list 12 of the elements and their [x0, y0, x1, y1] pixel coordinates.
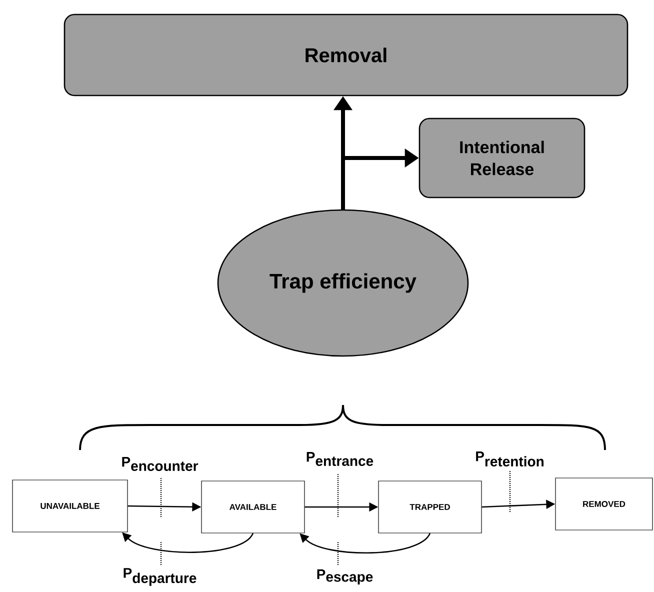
- state-box: UNAVAILABLE: [12, 480, 128, 532]
- state-box: AVAILABLE: [201, 480, 305, 534]
- probability-label: $\textbf{P}_{\textbf{retention}}$: [476, 452, 544, 466]
- probability-label: $\textbf{P}_{\textbf{encounter}}$: [122, 457, 198, 471]
- probability-label: $\textbf{P}_{\textbf{entrance}}$: [306, 452, 374, 466]
- state-box: TRAPPED: [378, 480, 482, 534]
- ellipse-node: Trap efficiency: [217, 209, 469, 357]
- state-box: REMOVED: [555, 478, 653, 530]
- rounded-box: Removal: [64, 14, 628, 96]
- rounded-box: Intentional Release: [418, 118, 586, 198]
- probability-label: $\textbf{P}_{\textbf{escape}}$: [317, 569, 373, 585]
- probability-label: $\textbf{P}_{\textbf{departure}}$: [124, 568, 196, 586]
